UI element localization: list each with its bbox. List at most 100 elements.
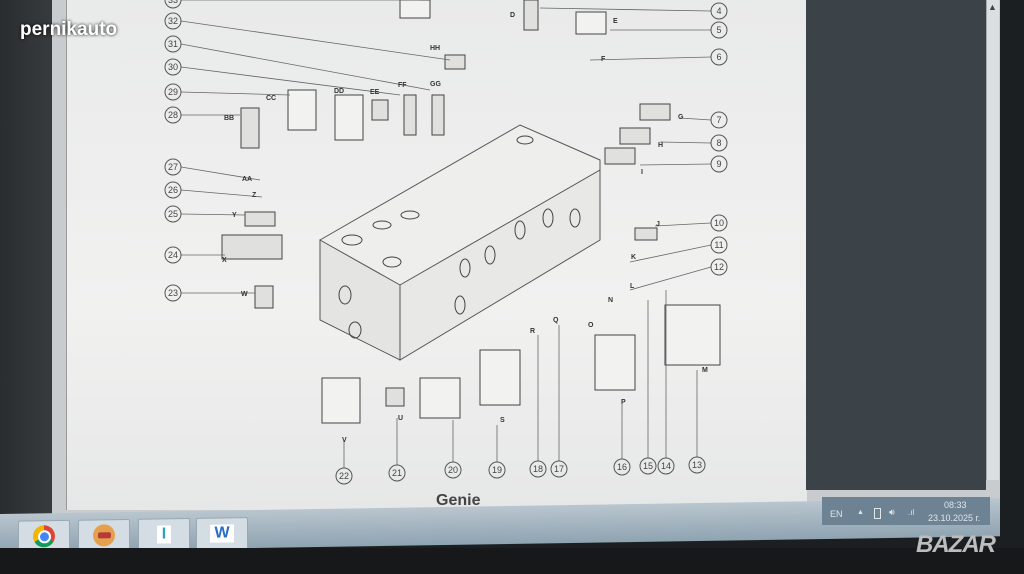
battery-icon[interactable] [874, 508, 881, 519]
callout-number: 27 [168, 162, 178, 172]
volume-icon[interactable]: 🔊︎ [889, 507, 895, 517]
leader-line [639, 163, 712, 166]
callout-left: 30 [164, 58, 182, 76]
callout-circle [164, 58, 182, 76]
leader-line [180, 66, 401, 96]
part-letter-label: P [621, 399, 626, 406]
part-letter-label: L [630, 283, 635, 290]
callout-circle [550, 460, 568, 478]
callout-circle [488, 461, 506, 479]
callout-circle [710, 155, 728, 173]
callout-circle [710, 214, 728, 232]
part-letter-label: K [631, 254, 636, 261]
callout-number: 24 [168, 250, 178, 260]
callout-right: 4 [710, 2, 728, 20]
callout-circle [710, 111, 728, 129]
callout-number: 11 [714, 240, 723, 250]
callout-bottom: 18 [529, 460, 547, 478]
callout-number: 17 [554, 464, 564, 474]
callout-bottom: 14 [657, 457, 675, 475]
callout-left: 24 [164, 246, 182, 264]
callout-number: 15 [643, 461, 653, 471]
part-letter-label: X [222, 257, 227, 264]
callout-left: 27 [164, 158, 182, 176]
solenoid-coils [287, 0, 721, 424]
callout-bottom: 13 [688, 456, 706, 474]
callout-right: 5 [710, 21, 728, 39]
callout-circle [164, 83, 182, 101]
part-letter-label: CC [266, 95, 276, 102]
callout-number: 29 [168, 87, 178, 97]
scroll-up-arrow-icon[interactable]: ▲ [988, 2, 997, 12]
callout-circle [164, 106, 182, 124]
leader-line [679, 117, 712, 121]
footer-brand: Genie [436, 492, 481, 509]
leader-line [180, 189, 263, 198]
word-icon: W [210, 524, 234, 543]
clock-time[interactable]: 08:33 [944, 500, 967, 510]
callout-right: 8 [710, 134, 728, 152]
part-letter-label: HH [430, 45, 440, 52]
callout-number: 7 [716, 115, 721, 125]
callout-circle [444, 461, 462, 479]
callout-circle [710, 48, 728, 66]
callout-circle [710, 134, 728, 152]
callout-circle [529, 460, 547, 478]
monitor-bezel [0, 0, 60, 520]
valve-cartridges [221, 0, 671, 407]
callout-right: 6 [710, 48, 728, 66]
callout-right: 12 [710, 258, 728, 276]
callout-number: 19 [492, 465, 502, 475]
callout-number: 25 [168, 209, 178, 219]
callout-number: 10 [714, 218, 724, 228]
leader-line [180, 20, 451, 61]
gamepad-icon [93, 524, 115, 547]
callout-circle [710, 236, 728, 254]
clock-date[interactable]: 23.10.2025 г. [928, 513, 981, 523]
callout-number: 30 [168, 62, 178, 72]
taskbar-text-app-button[interactable]: I [138, 518, 190, 551]
leader-line [629, 266, 712, 291]
part-letter-label: S [500, 417, 505, 424]
taskbar-word-button[interactable]: W [196, 517, 248, 550]
callout-left: 26 [164, 181, 182, 199]
callout-left: 33 [164, 0, 182, 9]
taskbar-game-button[interactable] [78, 518, 130, 552]
callout-circle [710, 258, 728, 276]
callout-number: 31 [168, 39, 178, 49]
callout-left: 31 [164, 35, 182, 53]
part-letter-label: W [241, 291, 248, 298]
callout-circle [164, 205, 182, 223]
part-letter-label: FF [398, 82, 407, 89]
part-letter-label: BB [224, 115, 234, 122]
callout-bottom: 20 [444, 461, 462, 479]
network-signal-icon[interactable]: .ıl [908, 508, 915, 517]
callout-right: 11 [710, 236, 728, 254]
callout-circle [710, 21, 728, 39]
vertical-scrollbar[interactable] [986, 0, 999, 480]
language-indicator[interactable]: EN [830, 509, 843, 519]
part-letter-label: DD [334, 88, 344, 95]
leader-line [539, 7, 712, 12]
show-hidden-icons-icon[interactable]: ▲ [857, 509, 864, 516]
callout-number: 6 [716, 52, 721, 62]
part-letter-label: M [702, 367, 708, 374]
callout-circle [164, 35, 182, 53]
callout-number: 28 [168, 110, 178, 120]
part-letter-label: GG [430, 81, 441, 88]
callout-bottom: 15 [639, 457, 657, 475]
part-letter-label: Y [232, 212, 237, 219]
callout-right: 10 [710, 214, 728, 232]
callout-number: 4 [716, 6, 721, 16]
part-letter-label: V [342, 437, 347, 444]
part-letter-label: O [588, 322, 594, 329]
callout-number: 9 [716, 159, 721, 169]
callout-bottom: 17 [550, 460, 568, 478]
watermark-seller: pernikauto [20, 19, 118, 40]
part-letter-label: H [658, 142, 663, 149]
callout-left: 25 [164, 205, 182, 223]
part-letter-label: G [678, 114, 684, 121]
callout-bottom: 22 [335, 467, 353, 485]
callout-bottom: 21 [388, 464, 406, 482]
part-letter-label: J [656, 221, 660, 228]
